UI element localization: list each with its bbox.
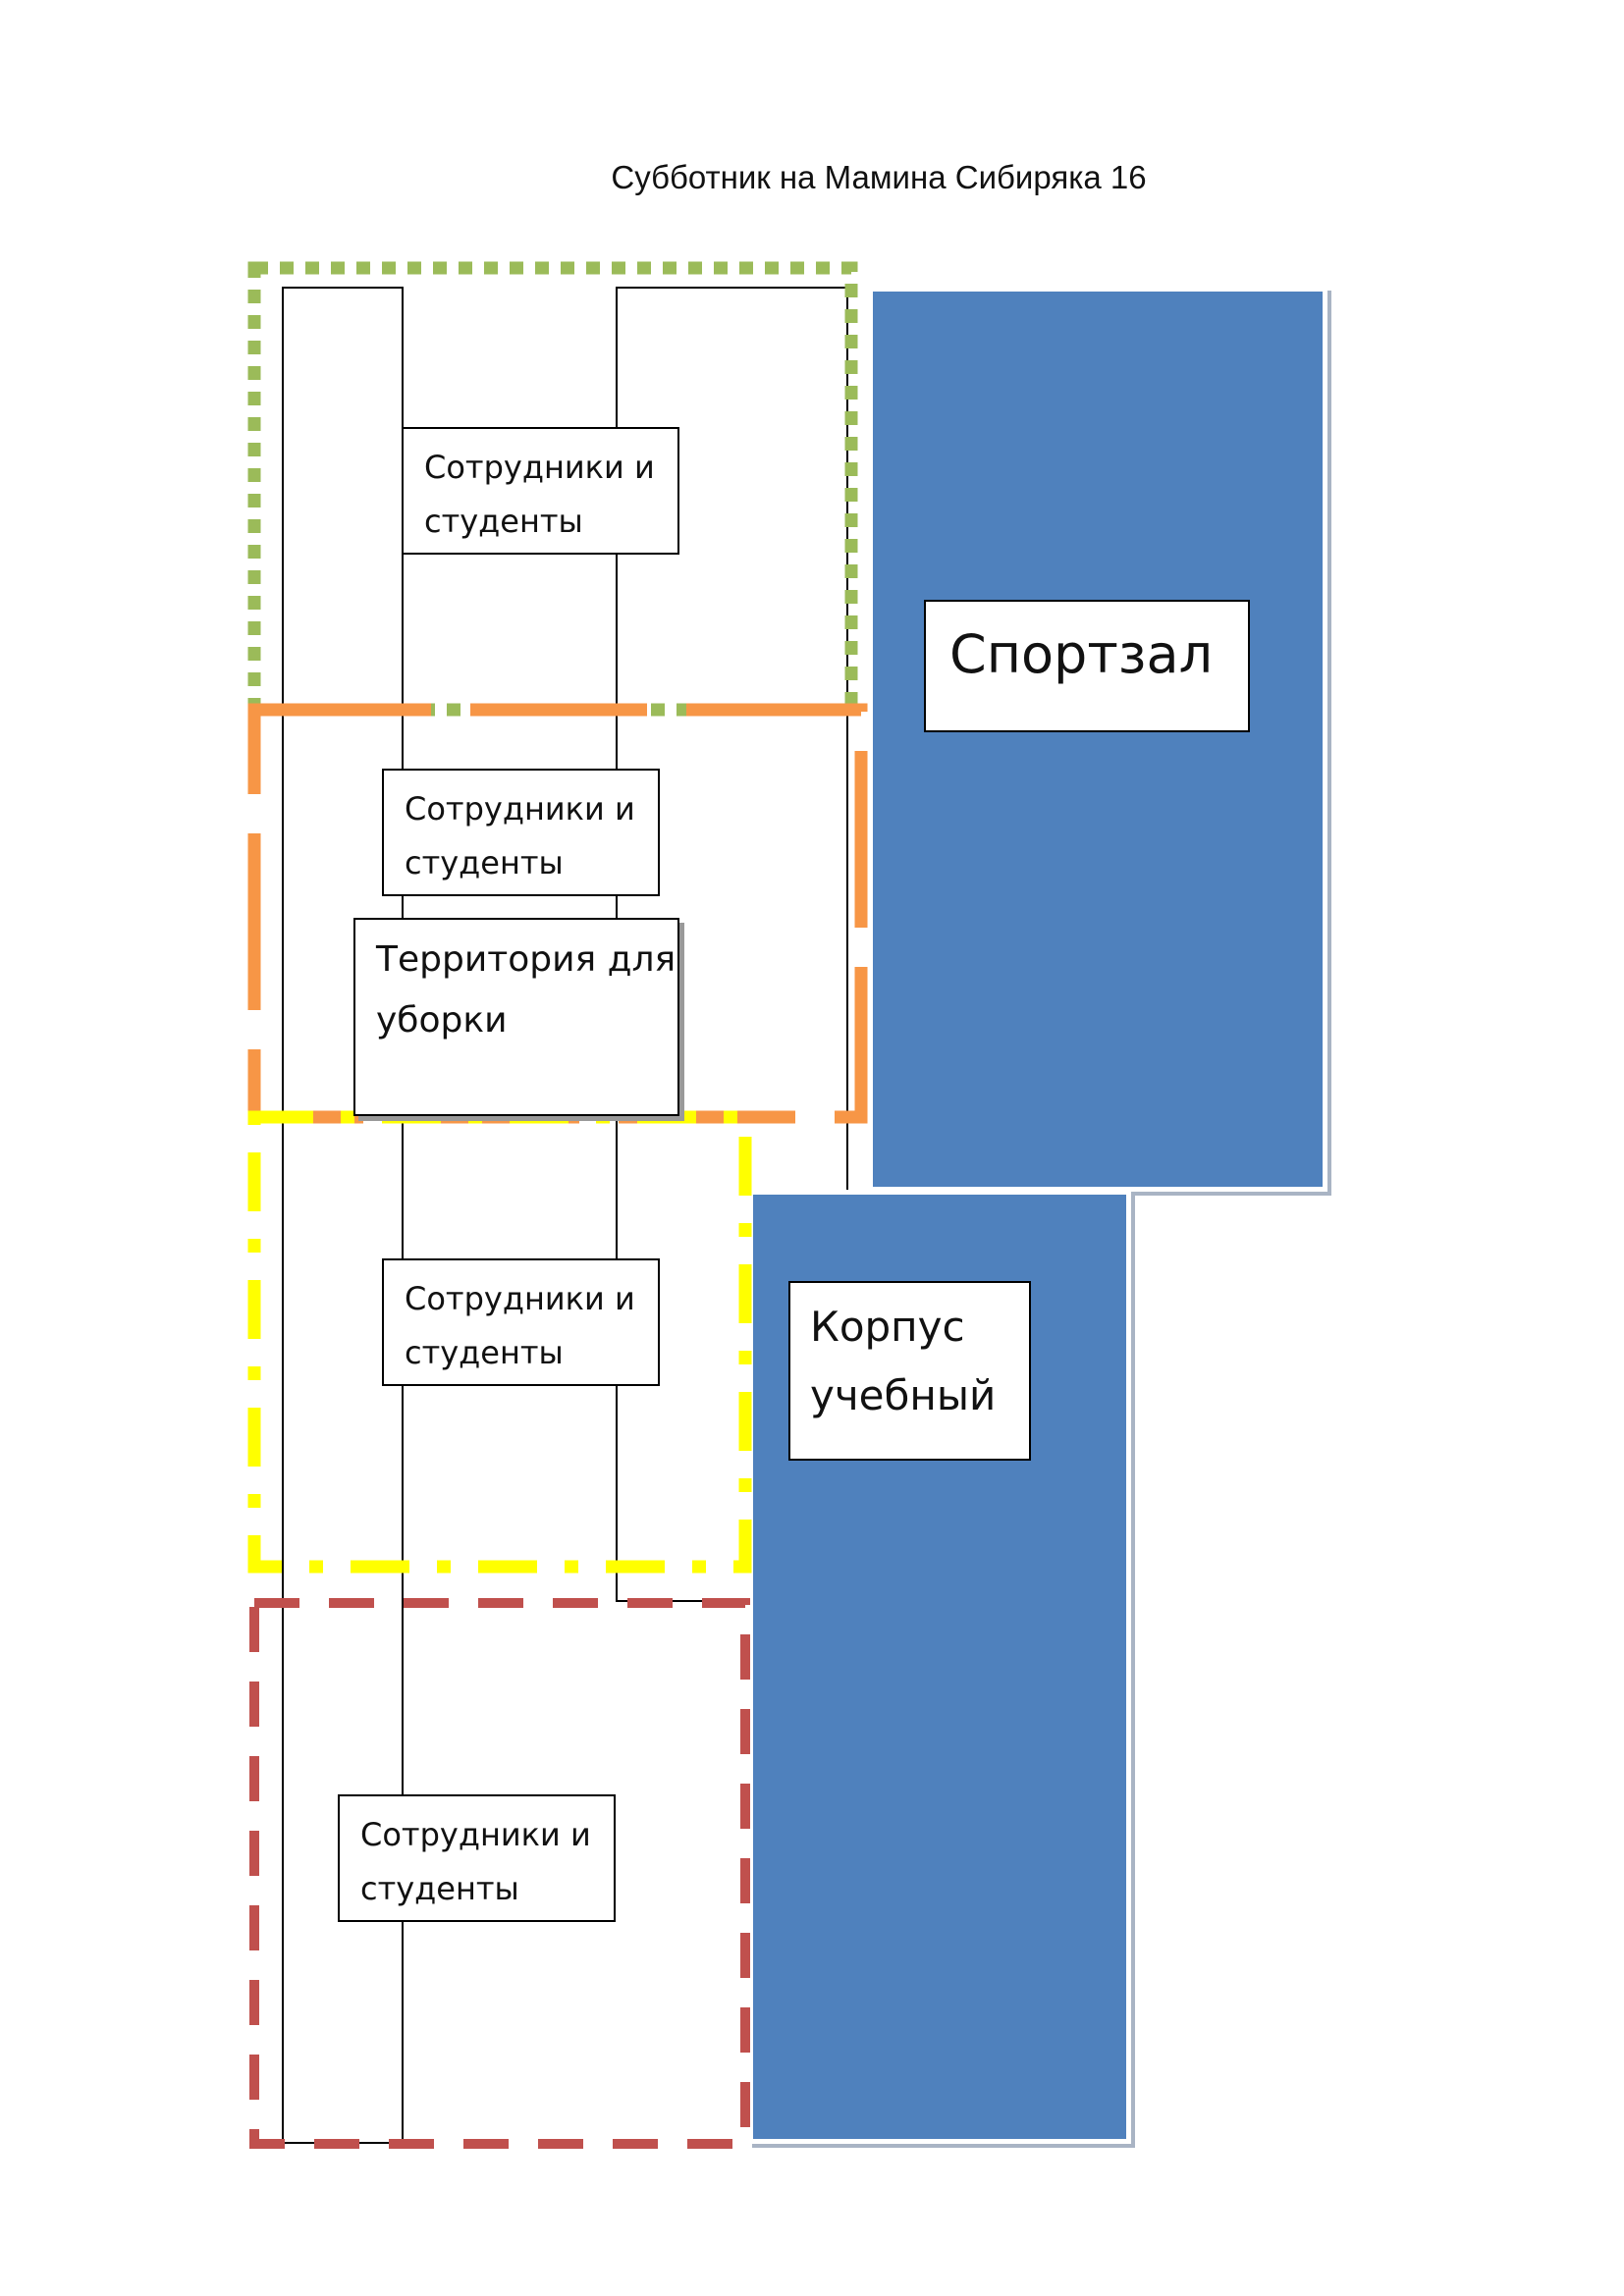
group-label-4-text: Сотрудники и студенты <box>360 1816 591 1907</box>
gym-label-text: Спортзал <box>949 623 1214 685</box>
academic-label: Корпус учебный <box>788 1281 1031 1461</box>
group-label-3: Сотрудники и студенты <box>382 1258 660 1386</box>
academic-label-text: Корпус учебный <box>810 1303 997 1419</box>
group-label-2-text: Сотрудники и студенты <box>405 790 635 881</box>
gym-building <box>868 287 1327 1192</box>
group-label-3-text: Сотрудники и студенты <box>405 1280 635 1371</box>
group-label-1-text: Сотрудники и студенты <box>424 449 655 540</box>
zone-yellow-outline <box>247 1110 752 1574</box>
gym-label: Спортзал <box>924 600 1250 732</box>
territory-label-text: Территория для уборки <box>376 939 677 1041</box>
page-title: Субботник на Мамина Сибиряка 16 <box>611 159 1147 195</box>
group-label-2: Сотрудники и студенты <box>382 769 660 896</box>
territory-label: Территория для уборки <box>353 918 679 1116</box>
group-label-4: Сотрудники и студенты <box>338 1794 616 1922</box>
zone-red-outline <box>249 1598 750 2149</box>
group-label-1: Сотрудники и студенты <box>402 427 679 555</box>
